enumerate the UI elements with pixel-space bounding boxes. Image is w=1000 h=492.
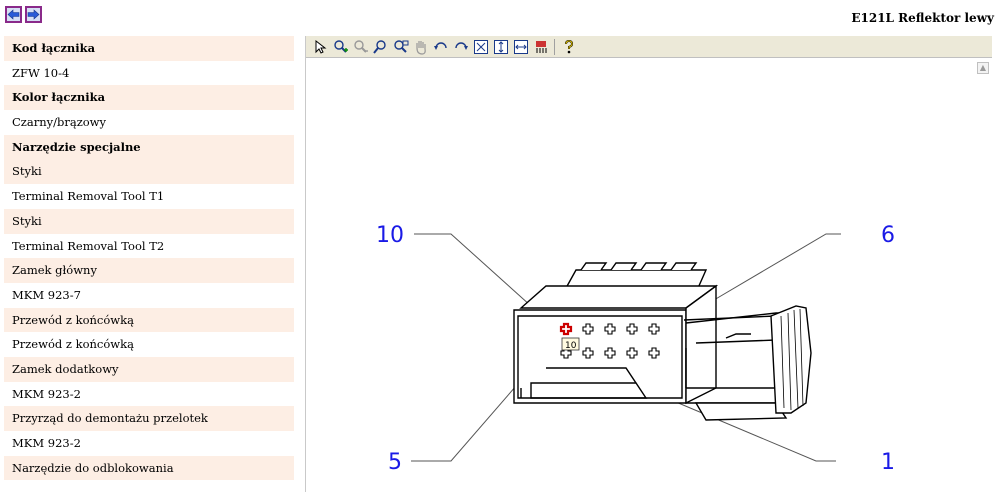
info-row: Terminal Removal Tool T1 <box>4 184 294 209</box>
info-row: Czarny/brązowy <box>4 110 294 135</box>
info-row: MKM 923-7 <box>4 282 294 308</box>
highlight-icon[interactable] <box>532 38 549 55</box>
info-row: Zamek dodatkowy <box>4 356 294 382</box>
info-row: Styki <box>4 159 294 185</box>
connector-drawing: 10 6 5 1 <box>376 223 895 475</box>
callout-line-5 <box>411 385 517 462</box>
back-button[interactable] <box>5 6 22 23</box>
rotate-left-icon[interactable] <box>432 38 449 55</box>
scroll-up-button[interactable]: ▲ <box>977 62 989 74</box>
callout-1: 1 <box>881 450 895 475</box>
top-bar: E121L Reflektor lewy <box>0 0 1000 32</box>
info-row: MKM 923-2 <box>4 381 294 407</box>
info-row-header: Kolor łącznika <box>4 85 294 111</box>
fit-width-icon[interactable] <box>512 38 529 55</box>
rotate-right-icon[interactable] <box>452 38 469 55</box>
forward-button[interactable] <box>25 6 42 23</box>
info-row: ZFW 10-4 <box>4 60 294 86</box>
viewer-toolbar <box>306 36 992 58</box>
info-row: Styki <box>4 208 294 234</box>
info-row-header: Narzędzie specjalne <box>4 134 294 160</box>
connector-diagram[interactable]: 10 6 5 1 <box>306 58 986 492</box>
toolbar-separator <box>554 38 555 55</box>
callout-line-6 <box>713 233 841 301</box>
info-row: Zamek główny <box>4 258 294 283</box>
diagram-viewer: 10 6 5 1 <box>305 36 992 492</box>
pan-hand-icon[interactable] <box>412 38 429 55</box>
connector-housing <box>513 262 812 421</box>
arrow-right-icon <box>27 9 40 20</box>
callout-line-10 <box>414 233 532 307</box>
info-row: Przewód z końcówką <box>4 332 294 357</box>
info-row: Terminal Removal Tool T2 <box>4 233 294 259</box>
callout-10: 10 <box>376 223 404 248</box>
info-row-header: Kod łącznika <box>4 36 294 61</box>
zoom-in-icon[interactable] <box>332 38 349 55</box>
info-row: Przewód z końcówką <box>4 307 294 333</box>
fit-height-icon[interactable] <box>492 38 509 55</box>
pin-tag: 10 <box>565 341 577 351</box>
callout-6: 6 <box>881 223 895 248</box>
fit-all-icon[interactable] <box>472 38 489 55</box>
vertical-scrollbar[interactable]: ▲ <box>975 58 991 492</box>
arrow-left-icon <box>7 9 20 20</box>
callout-5: 5 <box>388 450 402 475</box>
zoom-window-icon[interactable] <box>392 38 409 55</box>
info-row: Narzędzie do odblokowania <box>4 455 294 481</box>
zoom-icon[interactable] <box>372 38 389 55</box>
info-row: Przyrząd do demontażu przelotek <box>4 406 294 431</box>
highlighted-pin: 10 <box>559 322 580 351</box>
callout-line-1 <box>675 401 836 462</box>
zoom-out-icon[interactable] <box>352 38 369 55</box>
page-title: E121L Reflektor lewy <box>851 11 994 25</box>
select-arrow-icon[interactable] <box>312 38 329 55</box>
help-icon[interactable] <box>560 38 577 55</box>
info-row: MKM 923-2 <box>4 431 294 456</box>
